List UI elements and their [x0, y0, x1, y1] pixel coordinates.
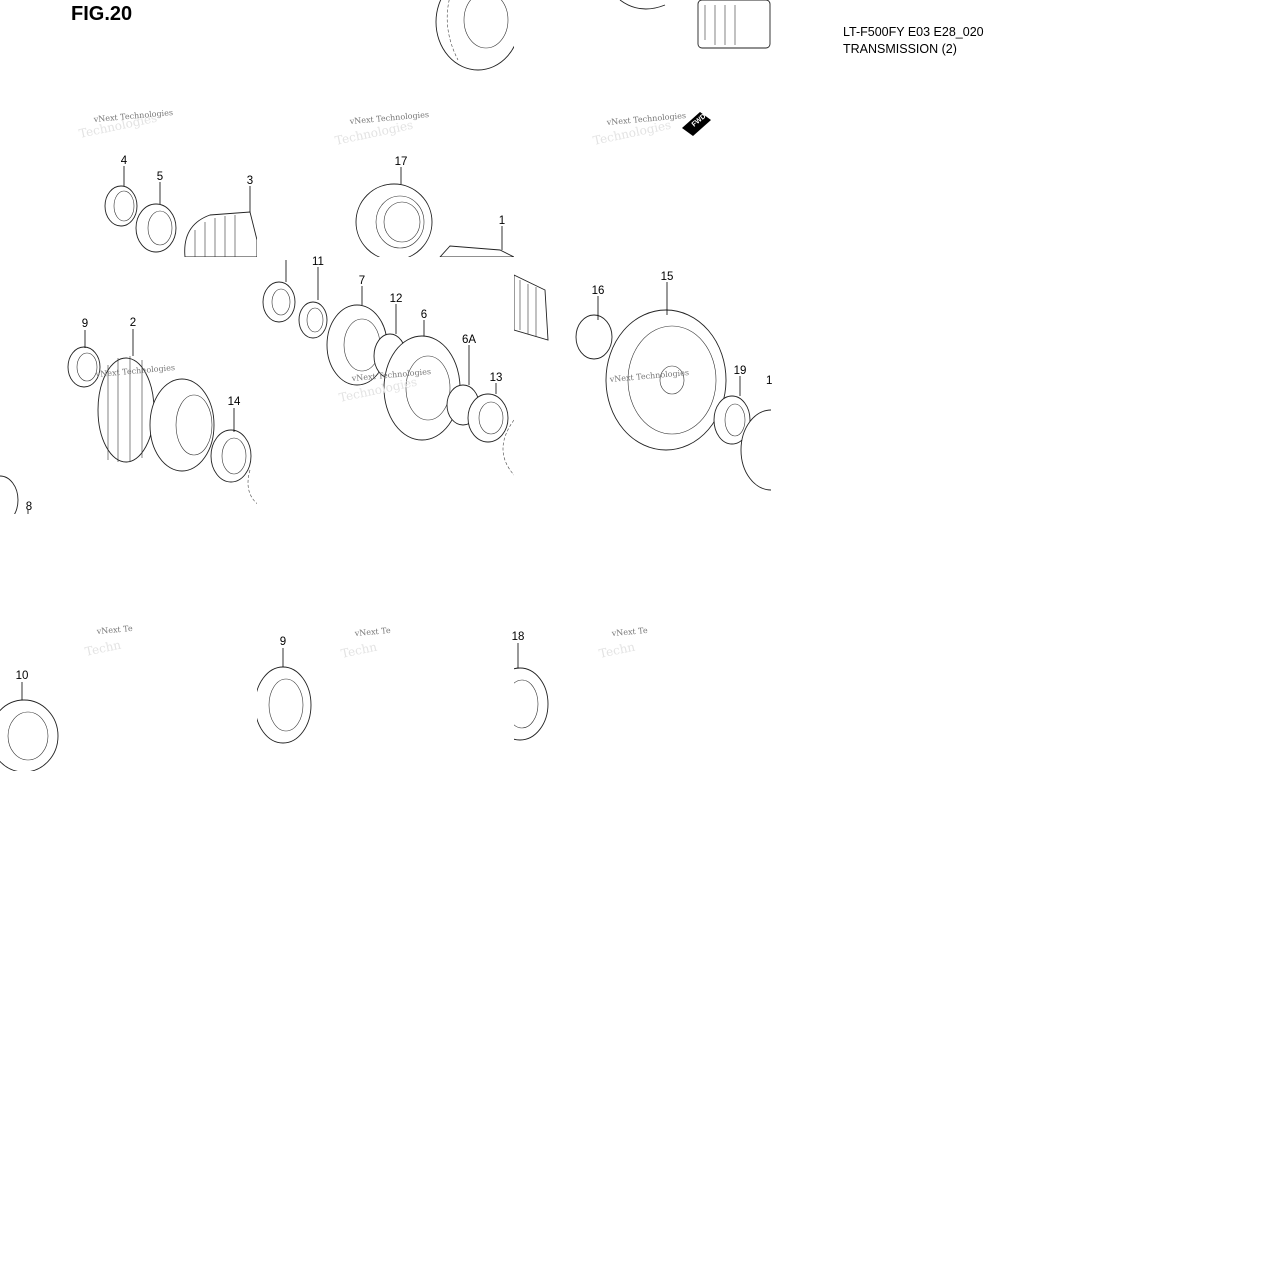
svg-text:Techn: Techn [598, 640, 637, 661]
callout-7: 7 [359, 275, 365, 287]
callout-9: 9 [82, 318, 88, 330]
callout-17: 16 [592, 285, 605, 297]
part-4-ring [104, 185, 138, 227]
callouts: 4 5 3 17 1 11 7 12 6 6A 13 9 2 14 16 15 … [16, 155, 773, 682]
callout-15: 14 [228, 396, 241, 408]
figure-title: FIG.20 [71, 3, 133, 25]
callout-19: 18 [512, 631, 525, 643]
callout-11: 10 [16, 670, 29, 682]
callout-13: 12 [390, 293, 403, 305]
part-17-bush [575, 314, 613, 360]
callout-16: 15 [661, 271, 674, 283]
bearing-fragment-top [435, 0, 514, 71]
callout-1: 1 [499, 215, 505, 227]
svg-text:Techn: Techn [84, 638, 123, 659]
part-19-bearing [514, 667, 549, 741]
model-code: LT-F500FY E03 E28_020 [843, 25, 984, 39]
callout-6: 6 [421, 309, 427, 321]
fwd-arrow: FWD [682, 112, 711, 136]
callout-2: 2 [130, 317, 136, 329]
svg-text:Techn: Techn [340, 640, 379, 661]
callout-12: 11 [312, 256, 324, 268]
part-18-bearing [355, 183, 433, 257]
callout-3: 3 [247, 175, 253, 187]
part-1-shaft-splines [514, 274, 549, 341]
part-8-fragment [0, 475, 19, 514]
part-3-gear [184, 211, 257, 257]
part-10-bearing [257, 666, 312, 744]
part-15-washer [210, 429, 252, 483]
callout-5: 5 [157, 171, 163, 183]
part-16-gear [605, 309, 727, 451]
svg-text:vNext Te: vNext Te [353, 626, 391, 638]
callout-8: 8 [26, 501, 32, 513]
callout-18: 17 [395, 156, 408, 168]
part-19-fragment [740, 409, 771, 491]
callout-14: 13 [490, 372, 503, 384]
svg-text:vNext Te: vNext Te [610, 626, 648, 638]
part-5-collar [135, 203, 177, 253]
callout-20: 19 [734, 365, 747, 377]
callout-10: 9 [280, 636, 286, 648]
part-1-shaft [439, 245, 514, 257]
svg-text:vNext Te: vNext Te [95, 624, 133, 636]
part-20-washer [713, 395, 751, 445]
part-9-ring [67, 346, 101, 388]
callout-4: 4 [121, 155, 128, 167]
model-info: LT-F500FY E03 E28_020 TRANSMISSION (2) [843, 24, 984, 58]
section-title: TRANSMISSION (2) [843, 42, 957, 56]
shaft-fragment-top [619, 0, 771, 49]
part-14-washer [467, 393, 509, 443]
callout-1-edge: 1 [766, 375, 772, 387]
part-11-bearing [0, 699, 59, 771]
callout-6a: 6A [462, 334, 476, 346]
